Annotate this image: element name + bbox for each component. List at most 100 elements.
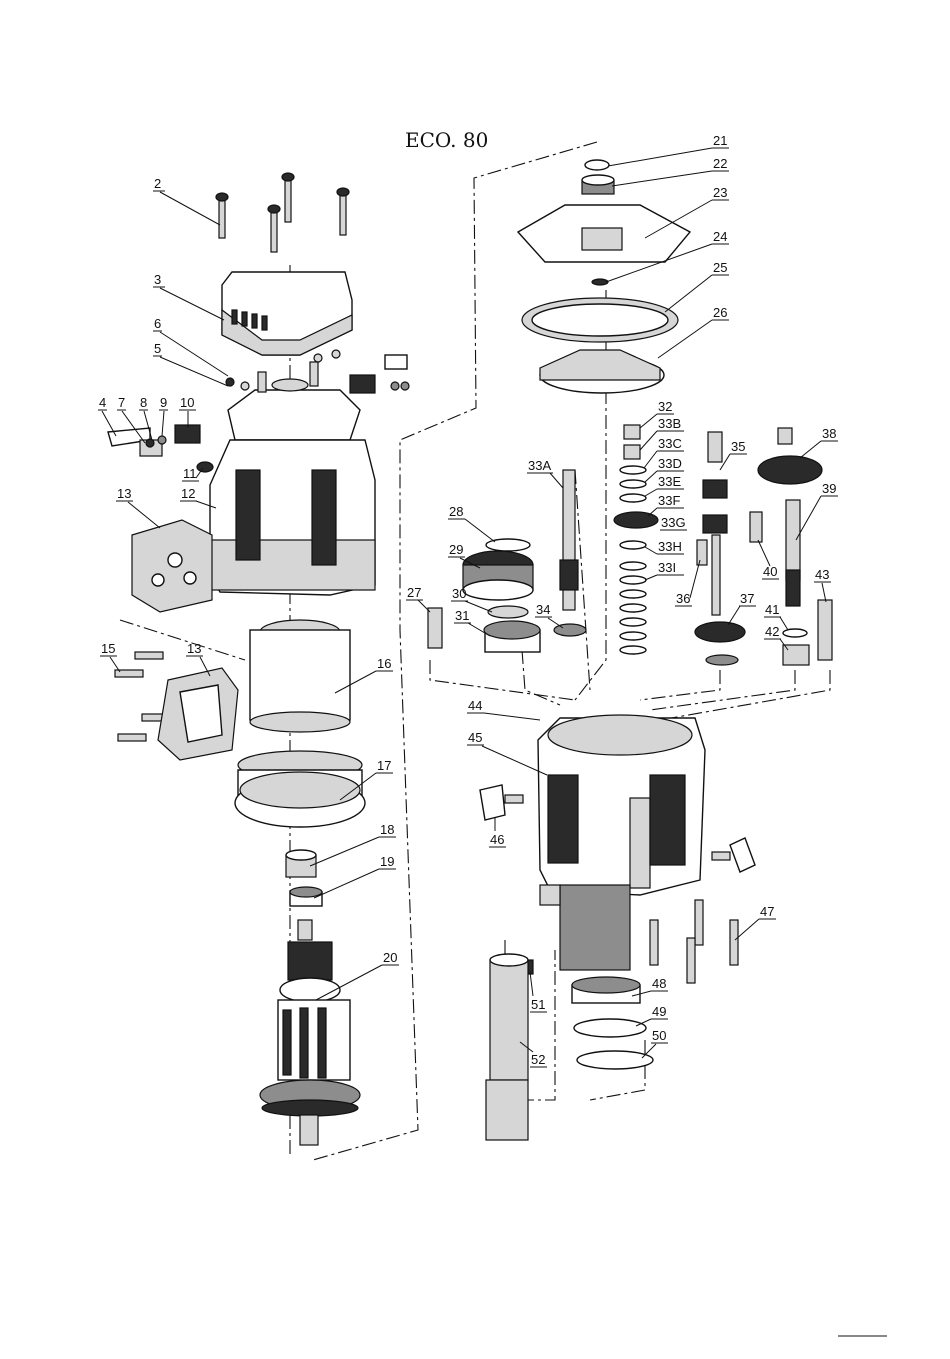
svg-text:33I: 33I: [658, 560, 676, 575]
svg-text:18: 18: [380, 822, 394, 837]
brush-parts-4-11: [108, 425, 213, 472]
svg-text:4: 4: [99, 395, 106, 410]
svg-text:32: 32: [658, 399, 672, 414]
callout-3: 3: [153, 272, 224, 320]
svg-text:52: 52: [531, 1052, 545, 1067]
svg-text:21: 21: [713, 133, 727, 148]
gasket-plate-13: [132, 520, 212, 612]
callout-45: 45: [467, 730, 547, 775]
screws-2: [216, 173, 349, 252]
callout-33h: 33H: [645, 539, 684, 554]
callout-13b: 13: [186, 641, 210, 676]
svg-text:45: 45: [468, 730, 482, 745]
svg-text:37: 37: [740, 591, 754, 606]
callout-33i: 33I: [645, 560, 684, 580]
callout-28: 28: [448, 504, 495, 542]
callout-13a: 13: [116, 486, 160, 528]
svg-text:6: 6: [154, 316, 161, 331]
svg-text:33H: 33H: [658, 539, 682, 554]
svg-text:13: 13: [117, 486, 131, 501]
svg-text:17: 17: [377, 758, 391, 773]
svg-text:11: 11: [183, 466, 197, 481]
svg-text:25: 25: [713, 260, 727, 275]
callout-43: 43: [814, 567, 831, 602]
svg-text:35: 35: [731, 439, 745, 454]
callout-40: 40: [758, 540, 779, 579]
svg-text:40: 40: [763, 564, 777, 579]
bearings-18-19: [286, 850, 322, 906]
callout-38: 38: [800, 426, 838, 458]
callout-5: 5: [153, 341, 228, 386]
brush-holder-assembly: [226, 350, 409, 440]
callout-21: 21: [608, 133, 729, 166]
lid-parts-21-26: [518, 160, 690, 393]
callout-39: 39: [796, 481, 838, 540]
callout-4: 4: [98, 395, 116, 436]
svg-text:42: 42: [765, 624, 779, 639]
diagram-title: ECO. 80: [405, 128, 488, 152]
svg-text:19: 19: [380, 854, 394, 869]
svg-text:24: 24: [713, 229, 727, 244]
svg-text:51: 51: [531, 997, 545, 1012]
svg-text:30: 30: [452, 586, 466, 601]
callout-2: 2: [153, 176, 220, 225]
screws-15-and-plate-13: [115, 652, 238, 760]
callout-10: 10: [179, 395, 196, 428]
armature-20: [260, 920, 360, 1145]
stator-16: [250, 620, 350, 732]
motor-cap-3: [222, 272, 352, 355]
svg-text:2: 2: [154, 176, 161, 191]
svg-text:48: 48: [652, 976, 666, 991]
callout-6: 6: [153, 316, 228, 376]
svg-text:49: 49: [652, 1004, 666, 1019]
svg-text:33G: 33G: [661, 515, 686, 530]
callout-34: 34: [535, 602, 563, 628]
svg-text:13: 13: [187, 641, 201, 656]
svg-text:33E: 33E: [658, 474, 681, 489]
callout-15: 15: [100, 641, 120, 672]
gear-housing-45: [538, 715, 705, 970]
svg-text:50: 50: [652, 1028, 666, 1043]
svg-text:31: 31: [455, 608, 469, 623]
callout-19: 19: [314, 854, 396, 898]
svg-text:26: 26: [713, 305, 727, 320]
callout-22: 22: [612, 156, 729, 186]
svg-text:28: 28: [449, 504, 463, 519]
callout-51: 51: [530, 972, 547, 1012]
svg-text:33B: 33B: [658, 416, 681, 431]
svg-text:15: 15: [101, 641, 115, 656]
svg-text:7: 7: [118, 395, 125, 410]
svg-text:12: 12: [181, 486, 195, 501]
svg-text:29: 29: [449, 542, 463, 557]
svg-text:16: 16: [377, 656, 391, 671]
svg-text:46: 46: [490, 832, 504, 847]
washer-stack-32-33: [614, 425, 658, 654]
svg-text:10: 10: [180, 395, 194, 410]
motor-housing-12: [210, 440, 375, 595]
callout-33g: 33G: [660, 515, 687, 530]
svg-text:9: 9: [160, 395, 167, 410]
svg-text:27: 27: [407, 585, 421, 600]
callout-36: 36: [675, 560, 700, 606]
shafts-35-43: [695, 428, 832, 665]
spindle-parts-48-52: [486, 954, 653, 1140]
svg-text:34: 34: [536, 602, 550, 617]
svg-text:5: 5: [154, 341, 161, 356]
svg-text:3: 3: [154, 272, 161, 287]
callout-33a: 33A: [527, 458, 563, 488]
baffle-17: [235, 751, 365, 827]
callout-50: 50: [642, 1028, 668, 1058]
callout-33f: 33F: [648, 493, 684, 516]
svg-text:20: 20: [383, 950, 397, 965]
callout-27: 27: [406, 585, 430, 612]
svg-text:22: 22: [713, 156, 727, 171]
gears-27-34: [428, 470, 586, 652]
svg-text:33A: 33A: [528, 458, 551, 473]
callout-35: 35: [720, 439, 747, 470]
svg-text:8: 8: [140, 395, 147, 410]
svg-text:38: 38: [822, 426, 836, 441]
callout-46: 46: [489, 818, 506, 847]
callout-37: 37: [728, 591, 756, 625]
svg-text:39: 39: [822, 481, 836, 496]
svg-text:44: 44: [468, 698, 482, 713]
